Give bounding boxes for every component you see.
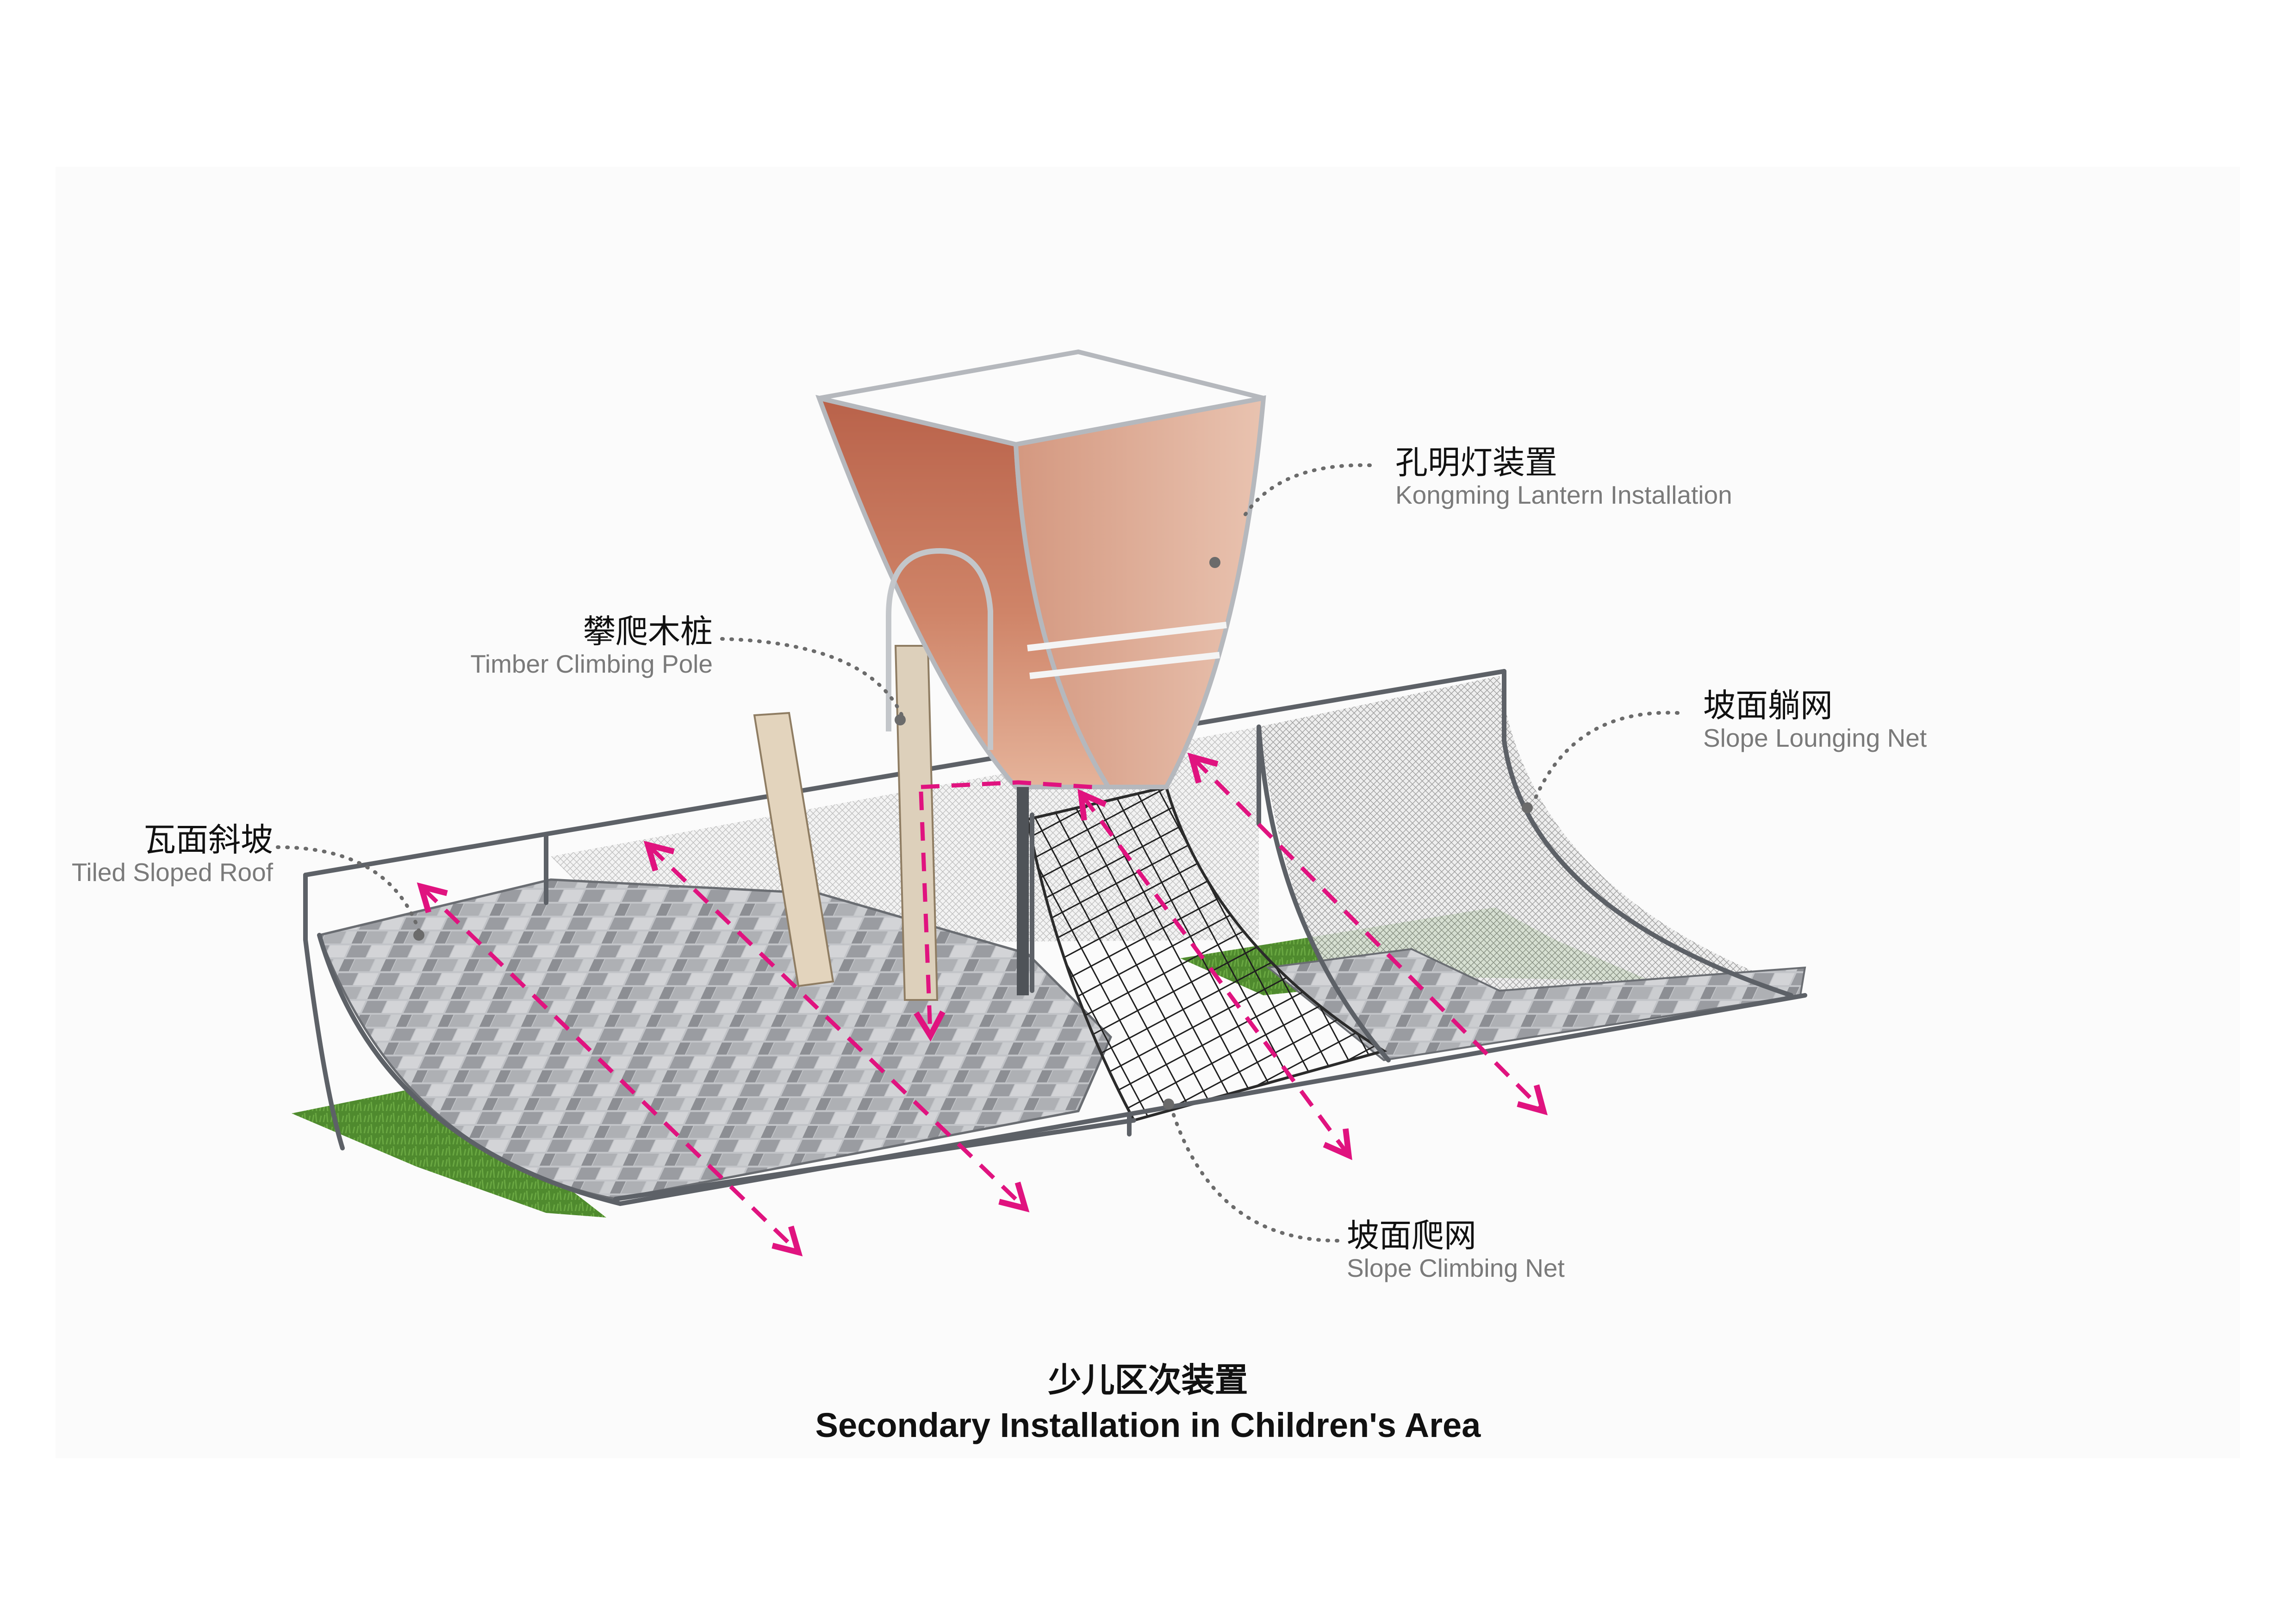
arrow-5b [921,780,1093,789]
leader-lines [276,463,1680,1243]
label-lounge-net: 坡面躺网 Slope Lounging Net [1703,687,1927,753]
label-roof-cn: 瓦面斜坡 [143,821,273,859]
leader-climb [1169,1105,1339,1243]
label-lounge-net-en: Slope Lounging Net [1703,724,1927,753]
arrow-2 [643,841,1030,1212]
label-pole: 攀爬木桩 Timber Climbing Pole [454,613,713,679]
label-climb-net-en: Slope Climbing Net [1347,1254,1565,1283]
label-climb-net-cn: 坡面爬网 [1347,1217,1476,1255]
leader-pole [720,637,907,724]
arrow-4 [1187,752,1548,1116]
label-roof: 瓦面斜坡 Tiled Sloped Roof [28,822,273,887]
caption-cn: 少儿区次装置 [1048,1361,1248,1399]
leader-lounge [1532,711,1680,803]
arrow-5 [914,791,946,1042]
label-lantern: 孔明灯装置 Kongming Lantern Installation [1395,444,1732,510]
label-lantern-en: Kongming Lantern Installation [1395,481,1732,510]
leader-roof [276,845,421,932]
caption-en: Secondary Installation in Children's Are… [815,1405,1481,1444]
label-pole-en: Timber Climbing Pole [470,650,713,679]
label-roof-en: Tiled Sloped Roof [71,858,273,887]
label-lounge-net-cn: 坡面躺网 [1703,687,1833,725]
label-climb-net: 坡面爬网 Slope Climbing Net [1347,1218,1565,1283]
movement-arrows [417,752,1548,1256]
label-pole-cn: 攀爬木桩 [583,612,713,650]
caption: 少儿区次装置 Secondary Installation in Childre… [0,1359,2296,1448]
label-lantern-cn: 孔明灯装置 [1395,443,1557,481]
leader-dots [413,557,1533,1110]
